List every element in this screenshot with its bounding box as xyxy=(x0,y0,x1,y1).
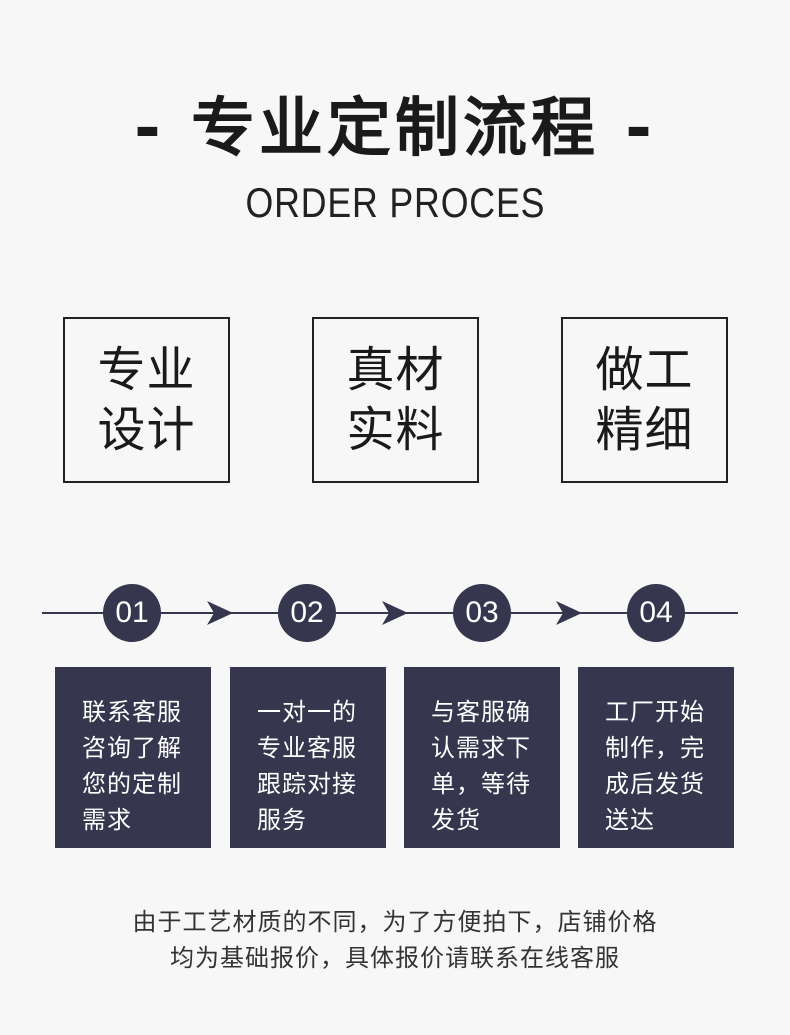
feature-label-line: 专业 xyxy=(97,342,196,398)
step-description-line: 一对一的 xyxy=(257,698,357,726)
step-description-line: 咨询了解 xyxy=(82,734,182,762)
footer-note-line: 均为基础报价，具体报价请联系在线客服 xyxy=(170,944,620,972)
step-description-line: 需求 xyxy=(82,806,132,834)
step-description-line: 服务 xyxy=(257,806,307,834)
step-number-badge: 04 xyxy=(627,584,685,642)
step-card-production: 工厂开始 制作，完 成后发货 送达 xyxy=(578,667,734,848)
arrow-right-icon xyxy=(382,601,408,625)
footer-note-line: 由于工艺材质的不同，为了方便拍下，店铺价格 xyxy=(132,908,658,936)
step-number: 02 xyxy=(290,596,324,629)
step-description-line: 跟踪对接 xyxy=(257,770,357,798)
step-description-line: 工厂开始 xyxy=(605,698,705,726)
feature-label-line: 精细 xyxy=(595,402,694,458)
step-description-line: 您的定制 xyxy=(82,770,182,798)
feature-label-line: 实料 xyxy=(346,402,445,458)
step-card-service: 一对一的 专业客服 跟踪对接 服务 xyxy=(230,667,386,848)
step-number-badge: 01 xyxy=(103,584,161,642)
step-description-line: 与客服确 xyxy=(431,698,531,726)
step-number-badge: 02 xyxy=(278,584,336,642)
footer-note: 由于工艺材质的不同，为了方便拍下，店铺价格 均为基础报价，具体报价请联系在线客服 xyxy=(0,904,790,976)
page-subtitle-wrapper: ORDER PROCES xyxy=(0,178,790,228)
process-timeline: 01 02 03 04 xyxy=(0,580,790,646)
feature-label-line: 真材 xyxy=(346,342,445,398)
step-number: 03 xyxy=(465,596,499,629)
step-description-line: 认需求下 xyxy=(431,734,531,762)
step-card-contact: 联系客服 咨询了解 您的定制 需求 xyxy=(55,667,211,848)
step-card-order: 与客服确 认需求下 单，等待 发货 xyxy=(404,667,560,848)
feature-box-design: 专业 设计 xyxy=(63,317,230,483)
page-subtitle: ORDER PROCES xyxy=(245,179,545,226)
feature-box-craftsmanship: 做工 精细 xyxy=(561,317,728,483)
arrow-right-icon xyxy=(207,601,233,625)
step-description-line: 发货 xyxy=(431,806,481,834)
step-description-line: 成后发货 xyxy=(605,770,705,798)
step-number-badge: 03 xyxy=(453,584,511,642)
feature-label-line: 设计 xyxy=(97,402,196,458)
step-number: 01 xyxy=(115,596,149,629)
step-description-line: 专业客服 xyxy=(257,734,357,762)
step-description-line: 送达 xyxy=(605,806,655,834)
step-description-line: 联系客服 xyxy=(82,698,182,726)
arrow-right-icon xyxy=(556,601,582,625)
step-number: 04 xyxy=(639,596,673,629)
feature-box-materials: 真材 实料 xyxy=(312,317,479,483)
step-description-line: 单，等待 xyxy=(431,770,531,798)
feature-label-line: 做工 xyxy=(595,342,694,398)
page-title: - 专业定制流程 - xyxy=(134,92,656,166)
step-description-line: 制作，完 xyxy=(605,734,705,762)
